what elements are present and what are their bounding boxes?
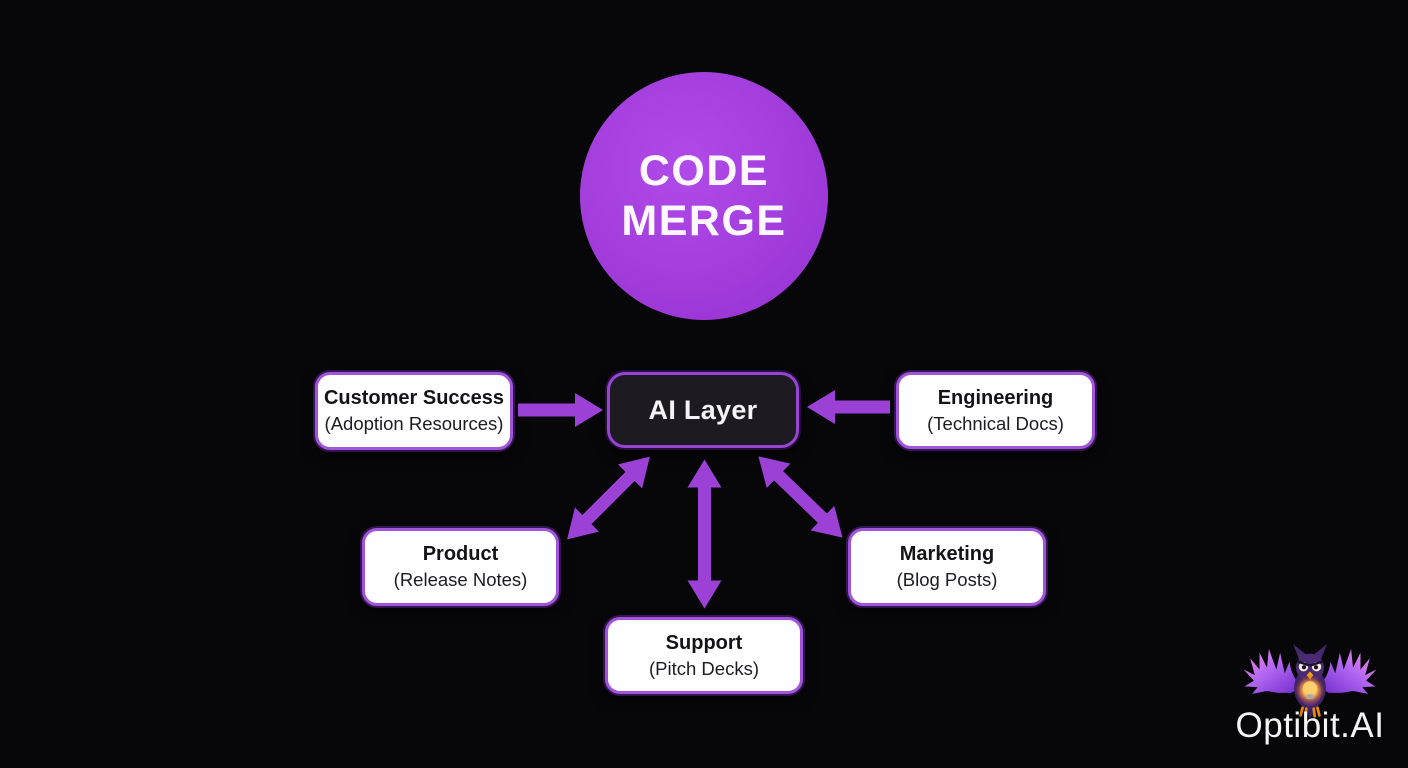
node-title: Engineering (937, 386, 1054, 409)
ai-layer-label: AI Layer (648, 394, 758, 425)
node-marketing: Marketing (Blog Posts) (848, 528, 1046, 606)
owl-lightbulb-icon (1235, 634, 1385, 720)
hub-line-1: CODE (638, 147, 770, 195)
node-title: Marketing (899, 543, 995, 565)
brand-name: Optibit.AI (1235, 706, 1385, 745)
ai-layer-box: AI Layer (607, 372, 799, 448)
brand-logo: Optibit.AI (1224, 634, 1396, 746)
code-merge-circle: CODE MERGE (580, 72, 828, 320)
node-subtitle: (Blog Posts) (896, 569, 998, 590)
node-customer-success: Customer Success (Adoption Resources) (315, 372, 513, 450)
node-subtitle: (Adoption Resources) (324, 413, 504, 434)
node-title: Product (422, 543, 499, 565)
arrow-ai-marketing-bidirectional-icon (746, 443, 855, 550)
arrow-ai-support-bidirectional-icon (687, 459, 723, 609)
node-product: Product (Release Notes) (362, 528, 559, 606)
arrow-ai-product-bidirectional-icon (554, 444, 662, 552)
node-title: Support (665, 631, 743, 654)
arrow-customer-success-to-ai-icon (518, 392, 603, 428)
arrow-engineering-to-ai-icon (807, 389, 890, 425)
node-subtitle: (Release Notes) (393, 569, 528, 590)
node-engineering: Engineering (Technical Docs) (896, 372, 1095, 449)
node-title: Customer Success (323, 387, 505, 409)
node-subtitle: (Pitch Decks) (649, 657, 759, 679)
hub-line-2: MERGE (621, 197, 787, 245)
node-subtitle: (Technical Docs) (927, 412, 1064, 434)
node-support: Support (Pitch Decks) (605, 617, 803, 694)
